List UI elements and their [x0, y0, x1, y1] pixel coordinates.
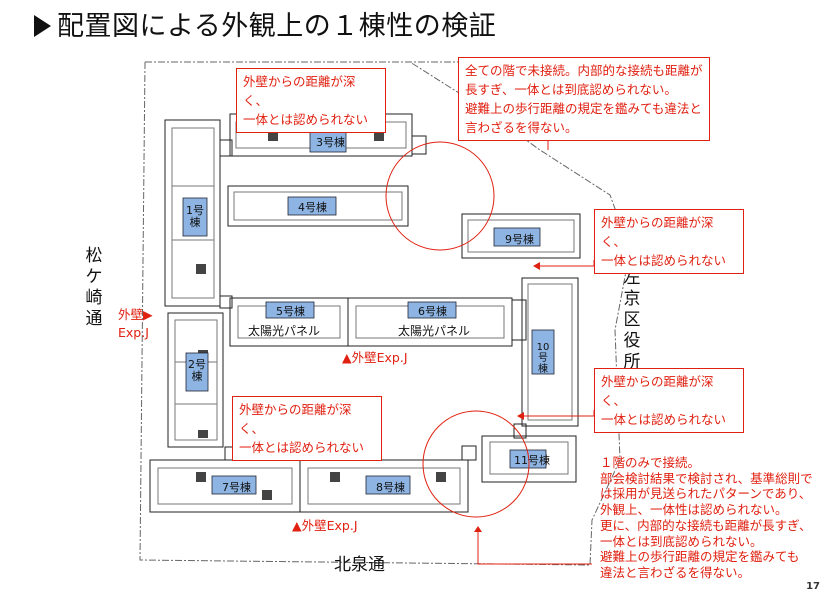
callout-top-right: 全ての階で未接続。内部的な接続も距離が長すぎ、一体とは到底認められない。避難上の…: [458, 57, 710, 141]
solar-panel-label-5: 太陽光パネル: [248, 324, 321, 338]
building-1-outline: [164, 119, 221, 307]
expj-label-bottom: ▲外壁Exp.J: [292, 518, 358, 533]
callout-top-left: 外壁からの距離が深く、一体とは認められない: [236, 68, 386, 133]
callout-right-upper: 外壁からの距離が深く、一体とは認められない: [594, 209, 744, 274]
building-10-label: 10号棟: [536, 342, 550, 375]
callout-right-lower: 外壁からの距離が深く、一体とは認められない: [594, 368, 744, 433]
page-number: 17: [806, 581, 820, 592]
site-boundary: [139, 61, 631, 566]
building-8-outline: [299, 459, 469, 513]
building-label-fills: [182, 129, 555, 495]
note-block: １階のみで接続。 部会検討結果で検討され、基準総則で は採用が見送られたパターン…: [600, 455, 813, 580]
building-9-outline: [461, 213, 581, 259]
bottom-right-issue-circle: [422, 410, 530, 518]
building-4-label: 4号棟: [298, 201, 327, 214]
solar-panel-label-6: 太陽光パネル: [398, 324, 471, 338]
building-2-outline: [167, 312, 224, 448]
building-8-label: 8号棟: [376, 481, 405, 494]
building-11-label: 11号棟: [514, 454, 550, 467]
expj-left-label: 外壁▶Exp.J: [118, 307, 153, 340]
expj-label-middle: ▲外壁Exp.J: [342, 350, 408, 365]
building-outlines: [149, 113, 581, 513]
building-10-outline: [521, 277, 579, 427]
page-title: 配置図による外観上の１棟性の検証: [34, 4, 496, 43]
building-4-outline: [227, 185, 409, 227]
building-7-label: 7号棟: [222, 481, 251, 494]
building-11-outline: [481, 435, 577, 483]
callout-middle-left: 外壁からの距離が深く、一体とは認められない: [232, 396, 382, 461]
building-9-label: 9号棟: [505, 233, 534, 246]
top-right-issue-circle: [385, 141, 495, 251]
road-right: 左京区役所: [623, 268, 641, 372]
building-6-label: 6号棟: [418, 305, 447, 318]
building-5-label: 5号棟: [276, 305, 305, 318]
road-left: 松ケ崎通: [85, 246, 103, 329]
building-2-label: 2号棟: [188, 358, 206, 383]
building-1-label: 1号棟: [186, 204, 204, 229]
building-3-label: 3号棟: [316, 136, 345, 149]
title-triangle-icon: [34, 14, 51, 37]
road-bottom: 北泉通: [334, 555, 385, 575]
